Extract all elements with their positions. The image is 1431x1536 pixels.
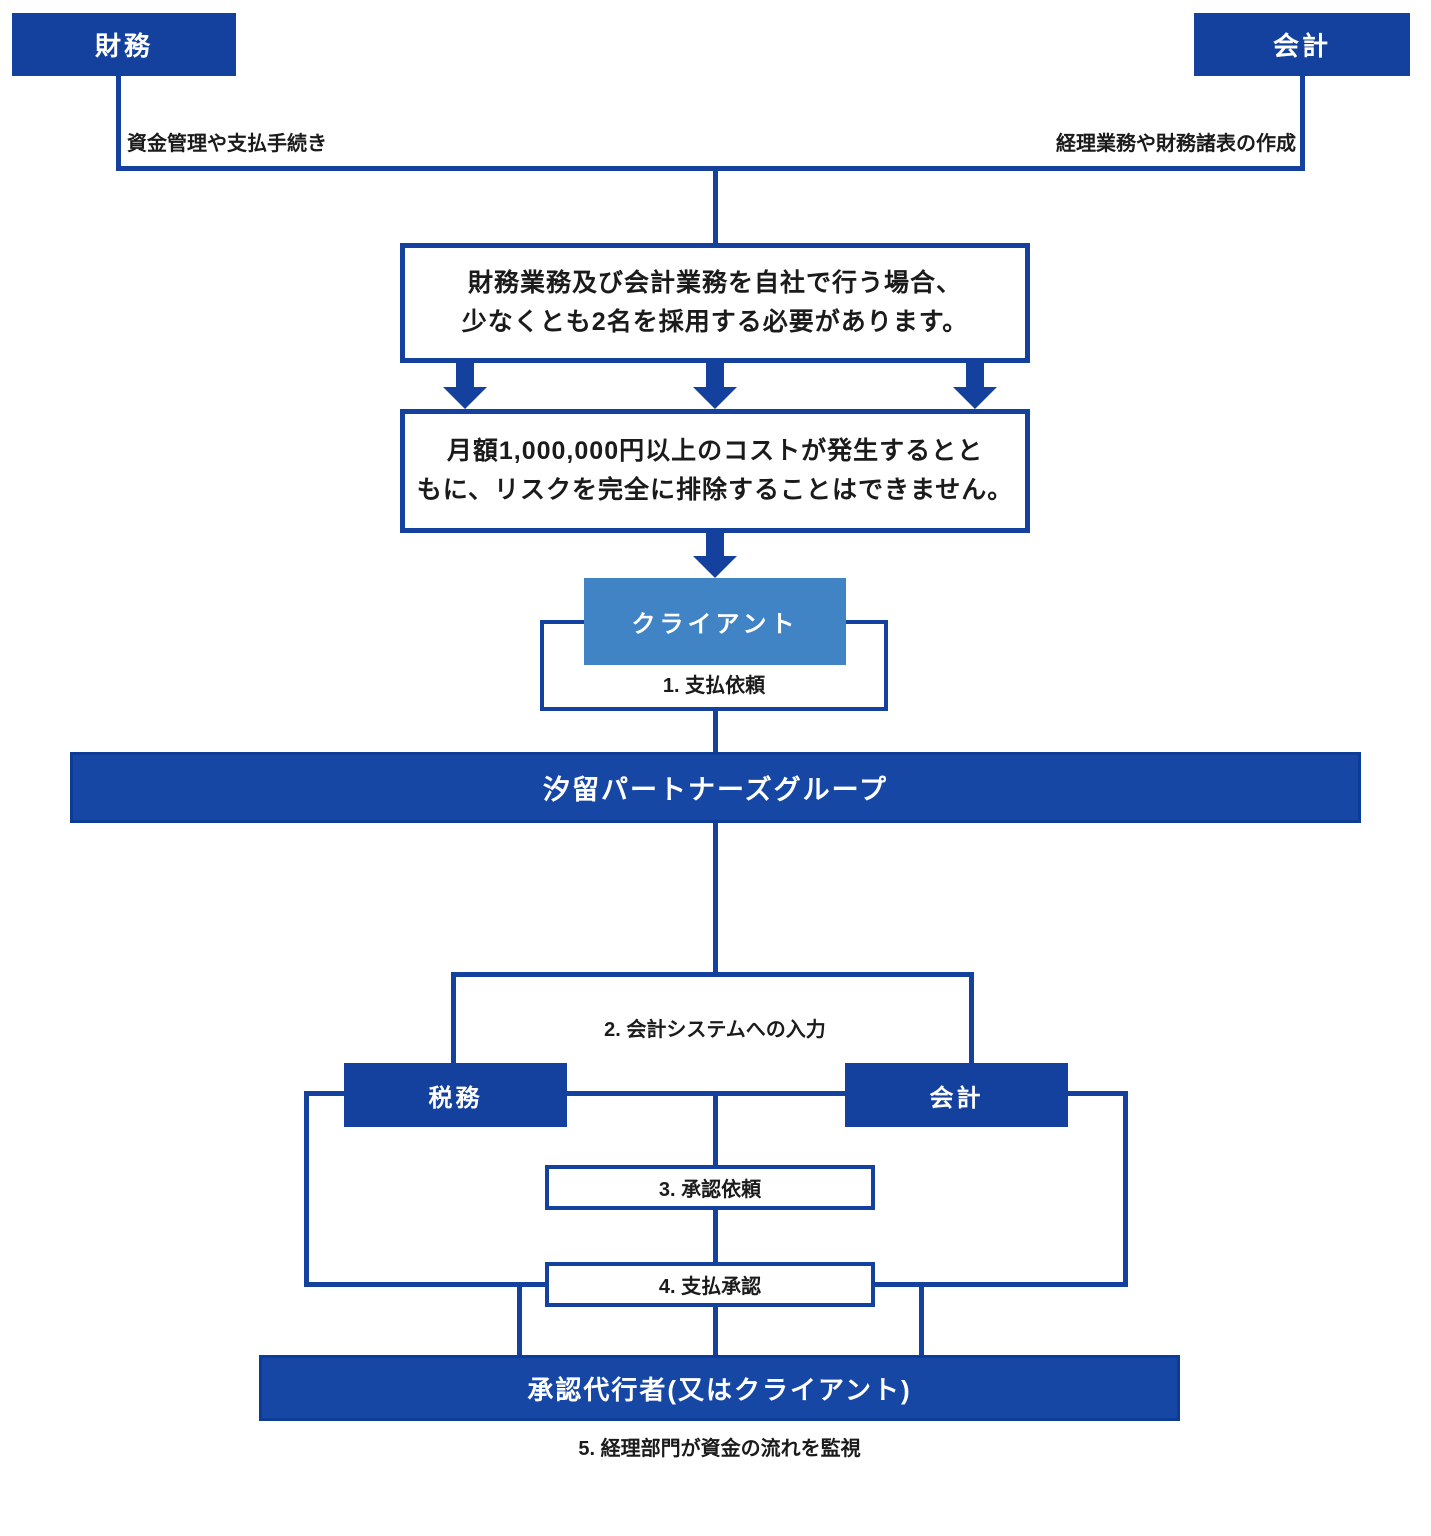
- connector-line-mid-right: [1066, 1091, 1128, 1096]
- finance-dept-label: 財務: [94, 31, 153, 61]
- accounting-dept-box-2: 会計: [845, 1063, 1068, 1127]
- connector-line-accounting-down: [1300, 76, 1305, 168]
- tax-dept-box: 税務: [344, 1063, 567, 1127]
- cost-risk-line1: 月額1,000,000円以上のコストが発生するとと: [446, 437, 984, 465]
- approval-request-box: 3. 承認依頼: [545, 1165, 875, 1210]
- accounting-note-label: 経理業務や財務諸表の作成: [1056, 133, 1296, 155]
- cost-risk-note-box: 月額1,000,000円以上のコストが発生するとと もに、リスクを完全に排除する…: [400, 409, 1030, 533]
- finance-note-label: 資金管理や支払手続き: [127, 133, 327, 155]
- step3-label: 3. 承認依頼: [658, 1179, 762, 1201]
- drop-line-left: [517, 1282, 522, 1357]
- finance-dept-box: 財務: [12, 13, 236, 76]
- step4-label: 4. 支払承認: [658, 1276, 762, 1298]
- drop-line-right: [919, 1282, 924, 1357]
- connector-line-bottom-right: [873, 1282, 1128, 1287]
- connector-line-finance-down: [116, 76, 121, 168]
- accounting-dept-label: 会計: [1272, 31, 1331, 61]
- bracket-left-line: [451, 972, 456, 1063]
- down-arrow-icon: [443, 363, 487, 409]
- client-box: クライアント: [584, 578, 846, 665]
- step5-label: 5. 経理部門が資金の流れを監視: [578, 1438, 861, 1460]
- payment-approval-box: 4. 支払承認: [545, 1262, 875, 1307]
- bracket-top-line: [451, 972, 974, 977]
- bracket-right-line: [969, 972, 974, 1063]
- connector-line-center-4: [713, 1208, 718, 1264]
- cost-risk-line2: もに、リスクを完全に排除することはできません。: [416, 476, 1014, 504]
- requirement-line2: 少なくとも2名を採用する必要があります。: [461, 308, 969, 336]
- outer-rail-left: [304, 1091, 309, 1287]
- connector-line-center-2: [713, 821, 718, 974]
- step1-label: 1. 支払依頼: [662, 675, 766, 697]
- connector-line-top-horizontal: [116, 166, 1305, 171]
- down-arrow-icon: [953, 363, 997, 409]
- outer-rail-right: [1123, 1091, 1128, 1287]
- down-arrow-icon: [693, 532, 737, 578]
- step2-label: 2. 会計システムへの入力: [604, 1019, 826, 1041]
- connector-line-center-5: [713, 1305, 718, 1357]
- accounting-dept-box: 会計: [1194, 13, 1410, 76]
- connector-line-mid-left: [304, 1091, 349, 1096]
- client-label: クライアント: [631, 611, 799, 638]
- approver-bar-label: 承認代行者(又はクライアント): [527, 1374, 912, 1405]
- tax-dept-label: 税務: [428, 1084, 483, 1112]
- requirement-line1: 財務業務及び会計業務を自社で行う場合、: [467, 269, 962, 297]
- connector-line-center-1: [713, 171, 718, 243]
- group-bar: 汐留パートナーズグループ: [70, 752, 1361, 823]
- requirement-note-box: 財務業務及び会計業務を自社で行う場合、 少なくとも2名を採用する必要があります。: [400, 243, 1030, 363]
- connector-line-client-down: [713, 709, 718, 754]
- approver-bar: 承認代行者(又はクライアント): [259, 1355, 1180, 1421]
- connector-line-mid-center: [565, 1091, 847, 1096]
- accounting-dept-label-2: 会計: [929, 1084, 984, 1112]
- connector-line-center-3: [713, 1091, 718, 1167]
- down-arrow-icon: [693, 363, 737, 409]
- connector-line-bottom-left: [304, 1282, 547, 1287]
- group-bar-label: 汐留パートナーズグループ: [542, 775, 889, 805]
